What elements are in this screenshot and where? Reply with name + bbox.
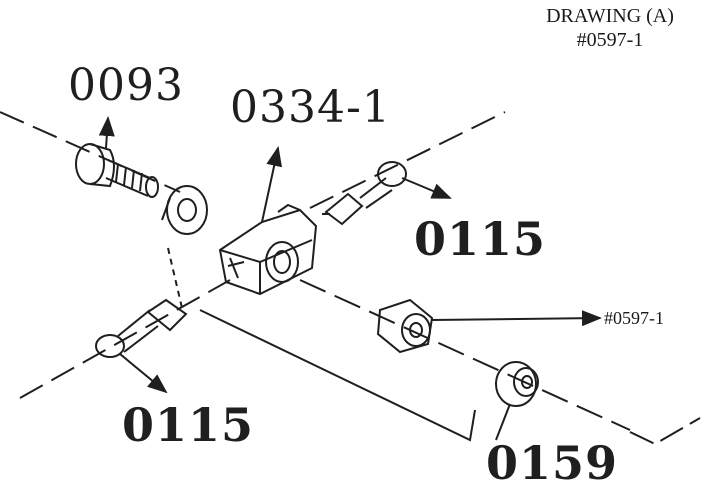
drawing-title: DRAWING (A) <box>546 5 674 27</box>
spacer-0159-part <box>495 361 539 407</box>
axis-line-upper <box>0 111 181 193</box>
callout-spacer-label: 0159 <box>486 436 619 490</box>
body-0334-1-part <box>218 203 318 296</box>
bushing-part <box>376 298 434 354</box>
bolt-0093-part <box>75 143 159 198</box>
axis-line-main <box>299 279 631 431</box>
drawing-number: #0597-1 <box>576 29 644 51</box>
leader-spacer <box>495 403 511 441</box>
callout-bushing-label: #0597-1 <box>604 308 664 328</box>
washer-left-part <box>161 185 208 235</box>
arrow-bushing <box>431 310 602 327</box>
arrow-bolt <box>98 116 115 149</box>
arrow-rod-end-left <box>119 353 168 394</box>
callout-bolt-label: 0093 <box>68 60 184 111</box>
axis-line-right <box>309 111 506 209</box>
arrow-rod-end-right <box>401 177 452 199</box>
rod-end-left-part <box>95 298 188 358</box>
rod-end-right-part <box>322 161 407 226</box>
assembly-bracket-line <box>199 309 476 442</box>
axis-line-lower-left <box>19 279 231 399</box>
callout-rod-end-left-label: 0115 <box>122 398 255 452</box>
axis-line-down <box>167 247 183 309</box>
callout-rod-end-right-label: 0115 <box>414 212 547 266</box>
arrow-body <box>261 146 283 223</box>
axis-line-end <box>629 417 701 446</box>
title-block: DRAWING (A) #0597-1 <box>525 4 695 52</box>
callout-body-label: 0334-1 <box>230 82 391 133</box>
